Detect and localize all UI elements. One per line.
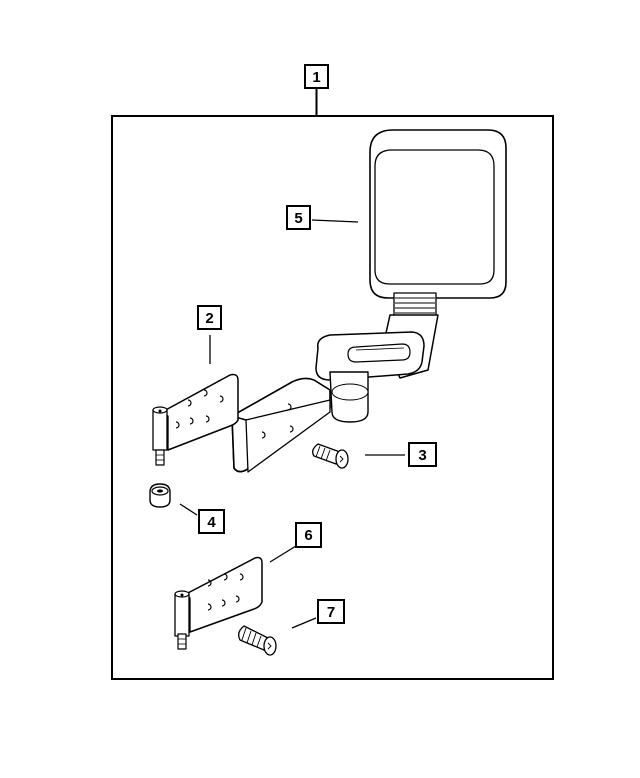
- callout-4[interactable]: 4: [198, 509, 225, 534]
- callout-5-label: 5: [294, 210, 302, 227]
- screw-lower: [238, 625, 277, 656]
- callout-6-label: 6: [304, 527, 312, 544]
- callout-7[interactable]: 7: [317, 599, 345, 624]
- callout-5[interactable]: 5: [286, 205, 311, 230]
- mirror-arm-bracket: [231, 314, 439, 473]
- callout-4-leader: [179, 503, 198, 516]
- screw-upper: [312, 443, 349, 469]
- callout-3-label: 3: [418, 447, 426, 464]
- callout-6-leader: [269, 545, 297, 563]
- diagram-frame: [111, 115, 554, 680]
- callout-1[interactable]: 1: [304, 64, 329, 89]
- callout-7-label: 7: [327, 604, 335, 621]
- callout-4-label: 4: [207, 514, 216, 531]
- upper-hinge: [152, 373, 239, 466]
- callout-3[interactable]: 3: [408, 442, 437, 467]
- callout-7-leader: [291, 617, 317, 629]
- lower-hinge: [174, 556, 263, 650]
- callout-2[interactable]: 2: [197, 305, 222, 330]
- callout-6[interactable]: 6: [295, 522, 322, 548]
- nut: [149, 483, 171, 508]
- callout-2-label: 2: [205, 310, 213, 327]
- mirror-head: [369, 129, 507, 319]
- callout-5-leader: [311, 219, 359, 223]
- callout-1-label: 1: [312, 69, 320, 86]
